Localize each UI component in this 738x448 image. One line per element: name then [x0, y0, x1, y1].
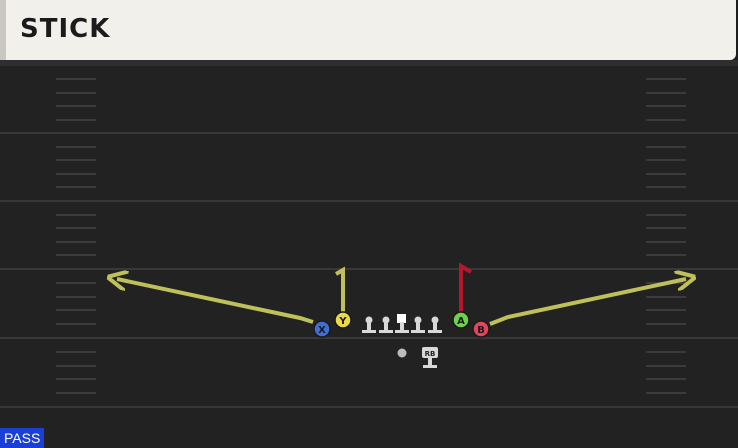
- player-x-label: X: [318, 325, 326, 336]
- player-b-label: B: [477, 325, 485, 336]
- x-route: [117, 279, 314, 324]
- lineman: [379, 316, 393, 333]
- play-field: RB X Y A B: [0, 66, 738, 448]
- player-y-label: Y: [338, 316, 347, 327]
- player-b[interactable]: B: [472, 320, 490, 338]
- y-route: [335, 266, 345, 312]
- offensive-line: [362, 314, 442, 333]
- player-a[interactable]: A: [452, 311, 470, 329]
- quarterback: [397, 348, 407, 358]
- play-header: STICK: [0, 0, 736, 60]
- running-back: RB: [422, 347, 438, 368]
- yard-lines: [0, 132, 738, 408]
- center-lineman: [395, 314, 409, 333]
- b-route: [489, 279, 686, 326]
- a-route: [459, 262, 473, 312]
- lineman: [362, 316, 376, 333]
- player-a-label: A: [457, 316, 465, 327]
- player-y[interactable]: Y: [334, 311, 352, 329]
- routes: [117, 262, 686, 326]
- player-x[interactable]: X: [313, 320, 331, 338]
- play-diagram: RB X Y A B: [0, 78, 738, 408]
- hash-marks: [56, 78, 686, 394]
- play-type-badge: PASS: [0, 428, 45, 448]
- rb-label: RB: [425, 350, 436, 358]
- lineman: [411, 316, 425, 333]
- play-title: STICK: [20, 14, 111, 44]
- lineman: [428, 316, 442, 333]
- header-divider: [0, 60, 738, 66]
